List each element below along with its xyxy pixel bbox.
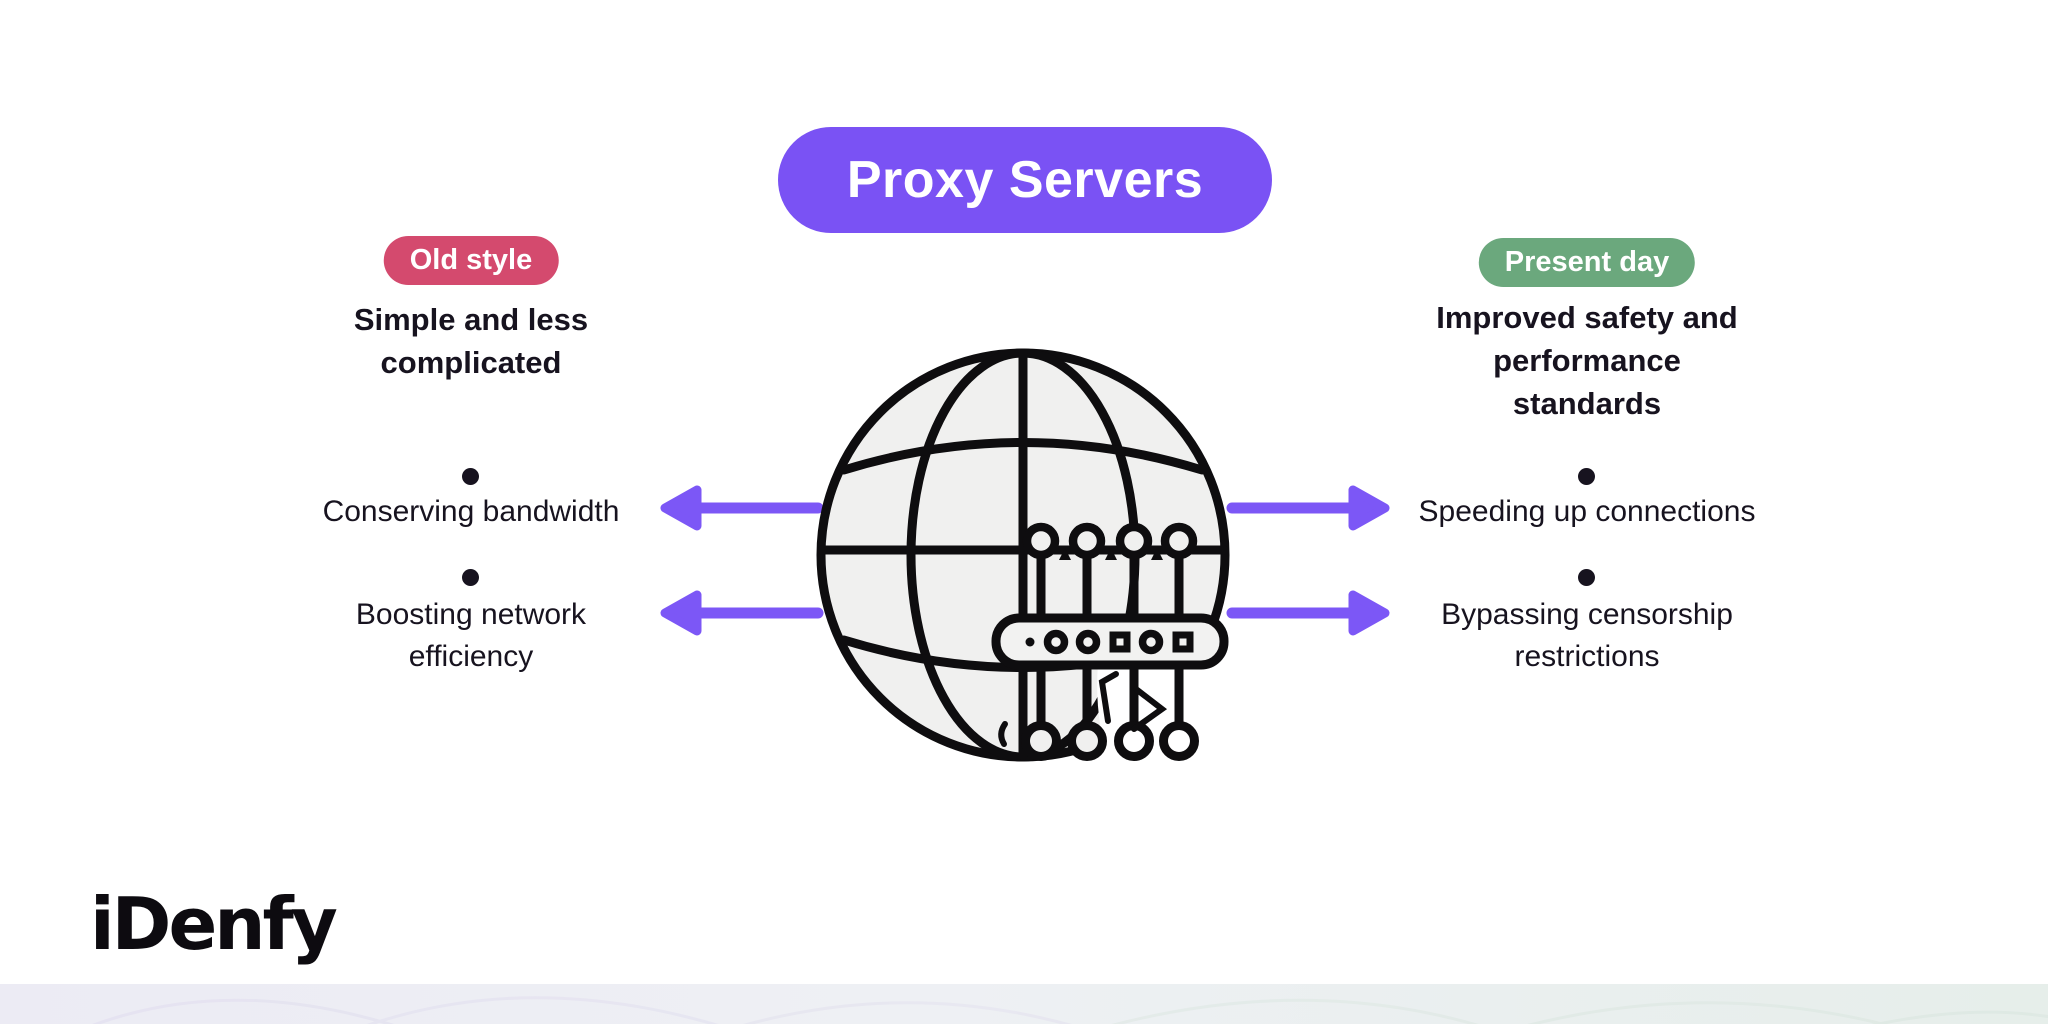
right-item-2: Bypassing censorship restrictions bbox=[1441, 598, 1733, 673]
title-pill: Proxy Servers bbox=[778, 127, 1272, 233]
right-item-1: Speeding up connections bbox=[1418, 495, 1756, 528]
arrow-left-icon bbox=[660, 485, 824, 531]
present-day-heading: Improved safety and performance standard… bbox=[1436, 300, 1738, 421]
bullet-dot-icon bbox=[462, 569, 479, 586]
bullet-dot-icon bbox=[1578, 468, 1595, 485]
bullet-dot-icon bbox=[462, 468, 479, 485]
left-item-1: Conserving bandwidth bbox=[322, 495, 620, 528]
page-title: Proxy Servers bbox=[846, 151, 1204, 209]
left-item-2: Boosting network efficiency bbox=[355, 598, 587, 673]
arrow-right-icon bbox=[1226, 485, 1390, 531]
footer-strip-texture bbox=[92, 996, 2048, 1024]
idenfy-logo: iDenfy bbox=[90, 882, 338, 966]
old-style-heading: Simple and less complicated bbox=[353, 302, 589, 380]
globe-proxy-illustration bbox=[816, 348, 1273, 804]
arrow-left-icon bbox=[660, 590, 824, 636]
bullet-dot-icon bbox=[1578, 569, 1595, 586]
old-style-badge: Old style bbox=[383, 236, 559, 285]
footer-strip bbox=[0, 984, 2048, 1024]
arrow-right-icon bbox=[1226, 590, 1390, 636]
present-day-badge: Present day bbox=[1478, 238, 1696, 287]
